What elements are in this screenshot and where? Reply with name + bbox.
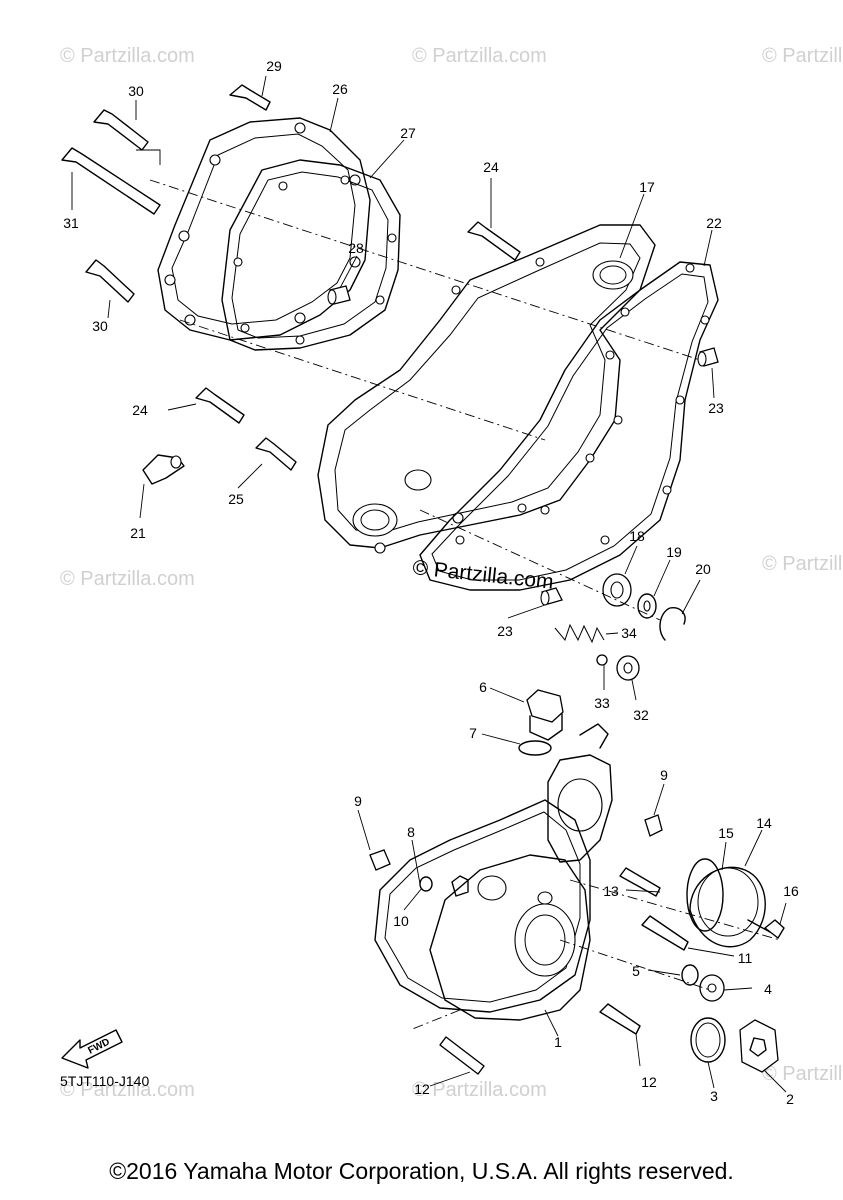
fwd-arrow-icon: FWD: [61, 1029, 123, 1069]
callout-24: 24: [132, 402, 148, 418]
callout-22: 22: [706, 215, 722, 231]
watermark: © Partzilla.com: [60, 568, 195, 590]
watermark: © Partzilla.com: [412, 1079, 547, 1101]
callout-23: 23: [708, 400, 724, 416]
callout-13: 13: [603, 883, 619, 899]
callout-21: 21: [130, 525, 146, 541]
callout-29: 29: [266, 58, 282, 74]
callout-3: 3: [710, 1088, 718, 1104]
dowels-9-left: [369, 814, 663, 892]
alignment-lines: [149, 179, 781, 1031]
callout-27: 27: [400, 125, 416, 141]
leader-lines: [71, 75, 787, 1093]
dowel-pin-part: [697, 347, 719, 367]
dowel-pin-part: [327, 285, 351, 305]
callout-7: 7: [469, 725, 477, 741]
callout-2: 2: [786, 1091, 794, 1107]
bolts-left: [142, 221, 521, 485]
crankcase-gasket-part: [419, 261, 719, 591]
callout-28: 28: [348, 240, 364, 256]
callout-17: 17: [639, 179, 655, 195]
callout-1: 1: [554, 1034, 562, 1050]
clutch-cover-gasket-part: [221, 159, 401, 351]
callout-numbers: 29 30 26 27 28 31 30 24 17 22 23 24 25 2…: [63, 58, 799, 1107]
callout-9: 9: [354, 793, 362, 809]
crankcase-cover-part: [317, 224, 656, 554]
callout-11: 11: [738, 950, 753, 966]
callout-32: 32: [633, 707, 649, 723]
watermark: © Partzilla.com: [762, 1063, 843, 1085]
drain-plugs-part: [681, 964, 779, 1073]
callout-14: 14: [756, 815, 772, 831]
callout-31: 31: [63, 215, 79, 231]
water-pump-housing-part: [547, 723, 613, 863]
callout-18: 18: [629, 528, 645, 544]
copyright-notice: ©2016 Yamaha Motor Corporation, U.S.A. A…: [109, 1158, 734, 1184]
callout-9: 9: [660, 767, 668, 783]
callout-10: 10: [393, 913, 409, 929]
spring-ball-seal: [554, 623, 640, 681]
watermark: © Partzilla.com: [412, 45, 547, 67]
callout-24: 24: [483, 159, 499, 175]
cover-gasket-part: [374, 799, 591, 1013]
bearing-washer-clip: [540, 573, 686, 641]
bolts-upper-left: [61, 84, 271, 303]
callout-20: 20: [695, 561, 711, 577]
callout-26: 26: [332, 81, 348, 97]
oil-filler-plug: [518, 689, 564, 756]
right-crankcase-cover-part: [429, 854, 591, 1021]
callout-16: 16: [783, 883, 799, 899]
callout-33: 33: [594, 695, 610, 711]
callout-12: 12: [414, 1081, 430, 1097]
clutch-cover-part: [157, 117, 371, 341]
callout-5: 5: [632, 963, 640, 979]
callout-19: 19: [666, 544, 682, 560]
callout-25: 25: [228, 491, 244, 507]
callout-15: 15: [718, 825, 734, 841]
callout-4: 4: [764, 981, 772, 997]
callout-23: 23: [497, 623, 513, 639]
watermark: © Partzilla.com: [60, 1079, 195, 1101]
watermarks: © Partzilla.com © Partzilla.com © Partzi…: [60, 45, 843, 1101]
watermark: © Partzilla.com: [60, 45, 195, 67]
diagram-code: 5TJT110-J140: [60, 1073, 149, 1089]
callout-8: 8: [407, 824, 415, 840]
callout-34: 34: [621, 625, 637, 641]
watermark: © Partzilla.com: [762, 45, 843, 67]
callout-6: 6: [479, 679, 487, 695]
watermark: © Partzilla.com: [762, 553, 843, 575]
callout-12: 12: [641, 1074, 657, 1090]
callout-30: 30: [128, 83, 144, 99]
bolts-lower: [439, 867, 689, 1075]
callout-30: 30: [92, 318, 108, 334]
water-pump-cover-part: [686, 858, 785, 948]
